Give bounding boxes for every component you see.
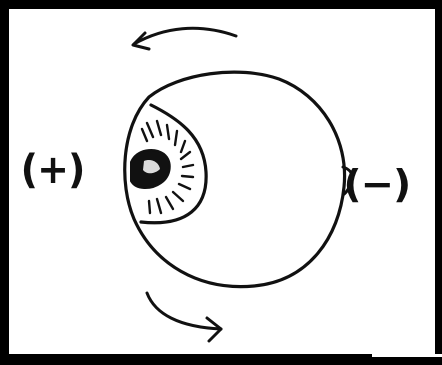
top-rotation-arrow [132,26,238,46]
cornea-outline [139,103,208,225]
positive-pole-label: (+) [20,147,86,193]
bottom-rotation-arrow [145,291,223,331]
bottom-arrowhead [205,316,223,343]
eyeball-sketch [123,26,354,343]
optic-nerve-stub [341,165,354,197]
negative-pole-label: (−) [343,162,411,206]
pupil-highlight [143,159,160,174]
frame-notch [372,354,442,357]
top-arrowhead [131,31,151,51]
iris-hatching [140,119,195,215]
sketch-canvas: (+) (−) [9,9,435,354]
eyeball-outline [123,70,347,289]
